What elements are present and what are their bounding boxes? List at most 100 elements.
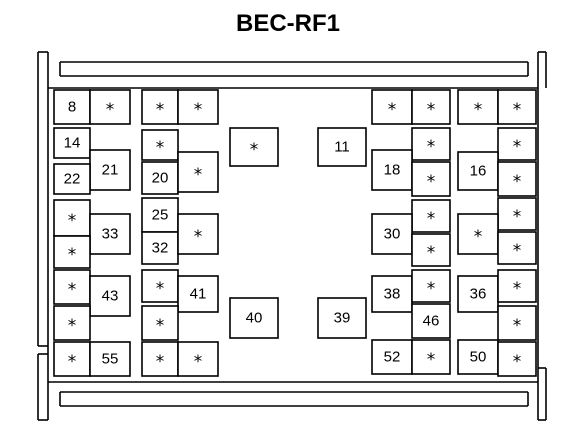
fuse-slot-unused: * [411, 233, 451, 267]
fuse-slot-unused: * [53, 269, 91, 305]
fuse-slot-label: * [427, 243, 436, 263]
fuse-slot-unused: * [411, 269, 451, 303]
fuse-slot-unused: * [177, 89, 219, 125]
fuse-slot-outline [411, 161, 451, 197]
fuse-slot-label: * [427, 279, 436, 299]
fuse-slot-outline [177, 341, 219, 377]
fuse-slot-outline [411, 269, 451, 303]
fuse-slot-label: 46 [423, 313, 440, 330]
fuse-slot-label: 55 [102, 351, 119, 368]
fuse-slot-unused: * [497, 197, 537, 231]
fuse-slot-52: 52 [371, 339, 413, 375]
fuse-slot-unused: * [411, 199, 451, 233]
connector-frame [37, 51, 547, 421]
fuse-slot-label: 21 [102, 162, 119, 179]
fuse-slot-outline [53, 305, 91, 341]
fuse-slot-18: 18 [371, 149, 413, 191]
fuse-slot-16: 16 [457, 151, 499, 191]
fuse-slot-outline [89, 213, 131, 255]
fuse-slot-outline [497, 161, 537, 197]
fuse-slot-label: 39 [334, 310, 351, 327]
fuse-slot-label: 33 [102, 226, 119, 243]
fuse-slot-outline [497, 231, 537, 265]
fuse-slot-label: * [156, 100, 165, 120]
fuse-slot-outline [53, 163, 91, 195]
fuse-slot-outline [411, 127, 451, 161]
fuse-slot-label: * [194, 227, 203, 247]
fuse-slot-unused: * [411, 339, 451, 375]
fuse-slot-label: 16 [470, 163, 487, 180]
fuse-slot-outline [497, 305, 537, 341]
fuse-slot-outline [457, 213, 499, 255]
fuse-slot-label: * [68, 280, 77, 300]
fuse-slot-40: 40 [229, 297, 279, 339]
fuse-slot-label: * [250, 140, 259, 160]
fuse-slot-label: * [427, 209, 436, 229]
fuse-slot-label: * [156, 352, 165, 372]
fuse-slot-outline [141, 89, 179, 125]
fuse-slot-outline [371, 213, 413, 255]
fuse-slot-11: 11 [317, 127, 367, 167]
fuse-slot-outline [89, 89, 131, 125]
fuse-slot-label: * [194, 165, 203, 185]
fuse-slot-label: * [513, 352, 522, 372]
fuse-slot-8: 8 [53, 89, 91, 125]
fuse-slot-unused: * [411, 161, 451, 197]
fuse-slot-outline [371, 149, 413, 191]
fuse-slot-label: 20 [152, 170, 169, 187]
fuse-slot-unused: * [89, 89, 131, 125]
fuse-slot-label: * [68, 316, 77, 336]
fuse-slot-label: 14 [64, 135, 81, 152]
fuse-slot-41: 41 [177, 275, 219, 313]
fuse-slot-outline [177, 89, 219, 125]
fuse-slot-30: 30 [371, 213, 413, 255]
fuse-slot-unused: * [371, 89, 413, 125]
fuse-slot-22: 22 [53, 163, 91, 195]
fuse-slot-outline [497, 341, 537, 377]
fuse-slot-unused: * [497, 341, 537, 377]
fuse-slot-outline [53, 341, 91, 377]
fuse-slot-unused: * [497, 231, 537, 265]
fuse-slot-unused: * [53, 199, 91, 237]
fuse-slot-label: 22 [64, 171, 81, 188]
fuse-slot-outline [371, 275, 413, 313]
fuse-slot-outline [141, 305, 179, 341]
fuse-slot-label: * [194, 352, 203, 372]
fuse-slot-outline [317, 127, 367, 167]
fuse-slot-label: 43 [102, 288, 119, 305]
fuse-slot-outline [141, 161, 179, 195]
fuse-slot-outline [89, 341, 131, 377]
fuse-slot-unused: * [497, 269, 537, 303]
fuse-slot-unused: * [411, 89, 451, 125]
fuse-slot-outline [89, 275, 131, 317]
fuse-slot-outline [411, 303, 451, 339]
fuse-slot-outline [229, 127, 279, 167]
fuse-slot-label: * [427, 350, 436, 370]
fuse-slot-unused: * [177, 341, 219, 377]
fuse-slot-label: * [427, 137, 436, 157]
fuse-slot-label: * [156, 279, 165, 299]
fuse-slot-label: 52 [384, 349, 401, 366]
fuse-slot-25: 25 [141, 197, 179, 233]
fuse-slot-label: 8 [68, 99, 76, 116]
fuse-slot-label: * [106, 100, 115, 120]
fuse-slot-38: 38 [371, 275, 413, 313]
fuse-slot-label: * [513, 241, 522, 261]
fuse-slot-outline [53, 127, 91, 159]
fuse-slot-outline [457, 275, 499, 313]
fuse-slot-label: * [68, 211, 77, 231]
fuse-slot-unused: * [53, 235, 91, 269]
fuse-slot-unused: * [497, 161, 537, 197]
fuse-slot-43: 43 [89, 275, 131, 317]
fuse-slot-outline [53, 235, 91, 269]
fuse-slot-outline [497, 89, 537, 125]
fuse-slot-55: 55 [89, 341, 131, 377]
fuse-slot-label: * [194, 100, 203, 120]
fuse-slot-label: 40 [246, 310, 263, 327]
fuse-slot-unused: * [497, 305, 537, 341]
fuse-slot-outline [317, 297, 367, 339]
fuse-slot-outline [497, 127, 537, 161]
fuse-slot-label: * [513, 137, 522, 157]
fuse-slot-outline [457, 89, 499, 125]
fuse-slot-outline [141, 269, 179, 303]
